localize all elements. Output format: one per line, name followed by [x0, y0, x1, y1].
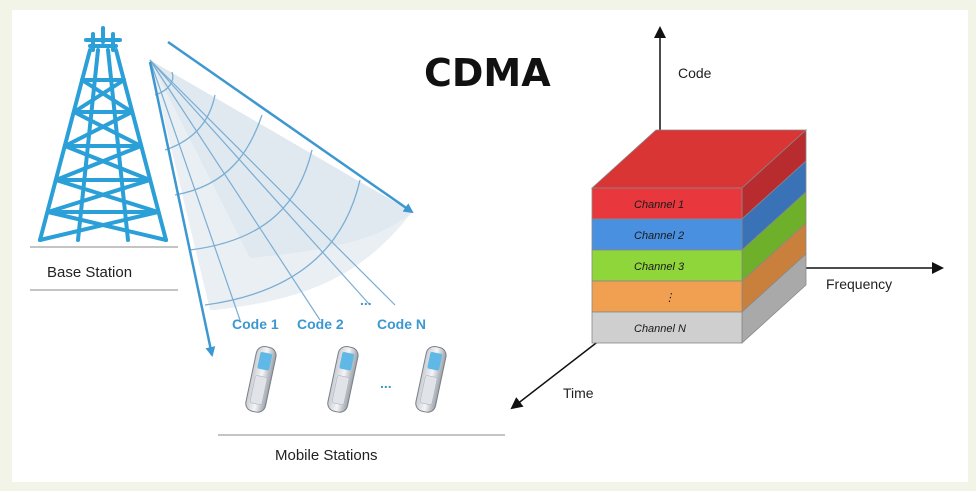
mobile-phone-icon: [327, 345, 359, 413]
time-axis-label: Time: [563, 385, 594, 401]
beam-fan: [149, 59, 412, 321]
channel-3-label: Channel 3: [634, 261, 685, 273]
channel-1-layer: [591, 187, 743, 220]
channel-n-label: Channel N: [634, 323, 686, 335]
code-ellipsis: ...: [360, 292, 372, 308]
channel-3-layer: [591, 249, 743, 282]
channel-2-layer: [591, 218, 743, 251]
mobile-phone-icon: [415, 345, 447, 413]
code-axis-label: Code: [678, 65, 712, 81]
channel-1-label: Channel 1: [634, 199, 684, 211]
mobile-phone-icon: [245, 345, 277, 413]
diagram-title: CDMA: [424, 51, 551, 95]
frequency-axis-label: Frequency: [826, 276, 892, 292]
channel-ellipsis-label: ⋮: [664, 292, 675, 304]
phones-ellipsis: ...: [380, 375, 392, 391]
beam-arrow-left: [148, 61, 216, 357]
base-station-tower: [38, 26, 168, 242]
base-station-label: Base Station: [47, 264, 132, 281]
channel-block: [590, 129, 808, 344]
code-label-n: Code N: [377, 316, 426, 332]
code-label-2: Code 2: [297, 316, 344, 332]
code-label-1: Code 1: [232, 316, 279, 332]
beam-arrow-right: [167, 40, 414, 214]
mobile-stations-label: Mobile Stations: [275, 447, 378, 464]
channel-n-layer: [591, 311, 743, 344]
channel-ellipsis-layer: [591, 280, 743, 313]
channel-2-label: Channel 2: [634, 230, 684, 242]
time-axis: [510, 339, 601, 410]
